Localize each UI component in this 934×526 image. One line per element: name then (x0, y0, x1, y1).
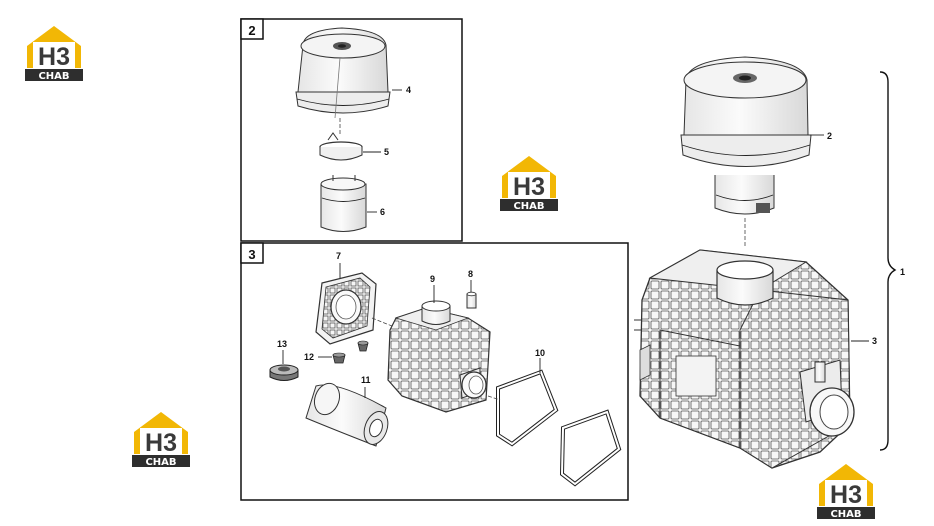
part-10-gasket-lower (559, 409, 622, 487)
callout-9: 9 (430, 274, 435, 284)
h3-brand-logo (25, 26, 83, 82)
part-6-adapter-tube (320, 175, 367, 232)
part-5-clamp (319, 132, 363, 161)
callout-11: 11 (361, 375, 371, 385)
detail-box-3: 3 7 9 8 (240, 242, 629, 501)
callout-3: 3 (872, 336, 877, 346)
part-10-gasket-upper (496, 369, 559, 447)
callout-2: 2 (827, 131, 832, 141)
part-11-filter-element (305, 382, 389, 447)
callout-1: 1 (900, 267, 905, 277)
h3-brand-logo (132, 412, 190, 468)
assembly-precleaner (680, 56, 812, 215)
box-label: 3 (248, 247, 255, 262)
main-air-filter-assembly: 2 3 1 (634, 56, 905, 469)
h3-brand-logo (500, 156, 558, 212)
callout-7: 7 (336, 251, 341, 261)
callout-6: 6 (380, 207, 385, 217)
callout-12: 12 (304, 352, 314, 362)
part-9-filter-housing (387, 300, 491, 413)
part-13-cap-nut (269, 364, 299, 381)
callout-4: 4 (406, 85, 411, 95)
detail-box-2: 2 4 5 6 (240, 18, 463, 242)
h3-brand-logo (817, 464, 875, 520)
part-8-indicator (466, 291, 477, 309)
part-12-valve (332, 340, 369, 364)
callout-13: 13 (277, 339, 287, 349)
part-4-precleaner-cap (295, 27, 391, 119)
callout-8: 8 (468, 269, 473, 279)
assembly-brace-icon (879, 71, 897, 451)
box-label: 2 (248, 23, 255, 38)
assembly-housing (634, 249, 855, 469)
callout-5: 5 (384, 147, 389, 157)
part-7-cover-frame (315, 272, 377, 345)
callout-10: 10 (535, 348, 545, 358)
